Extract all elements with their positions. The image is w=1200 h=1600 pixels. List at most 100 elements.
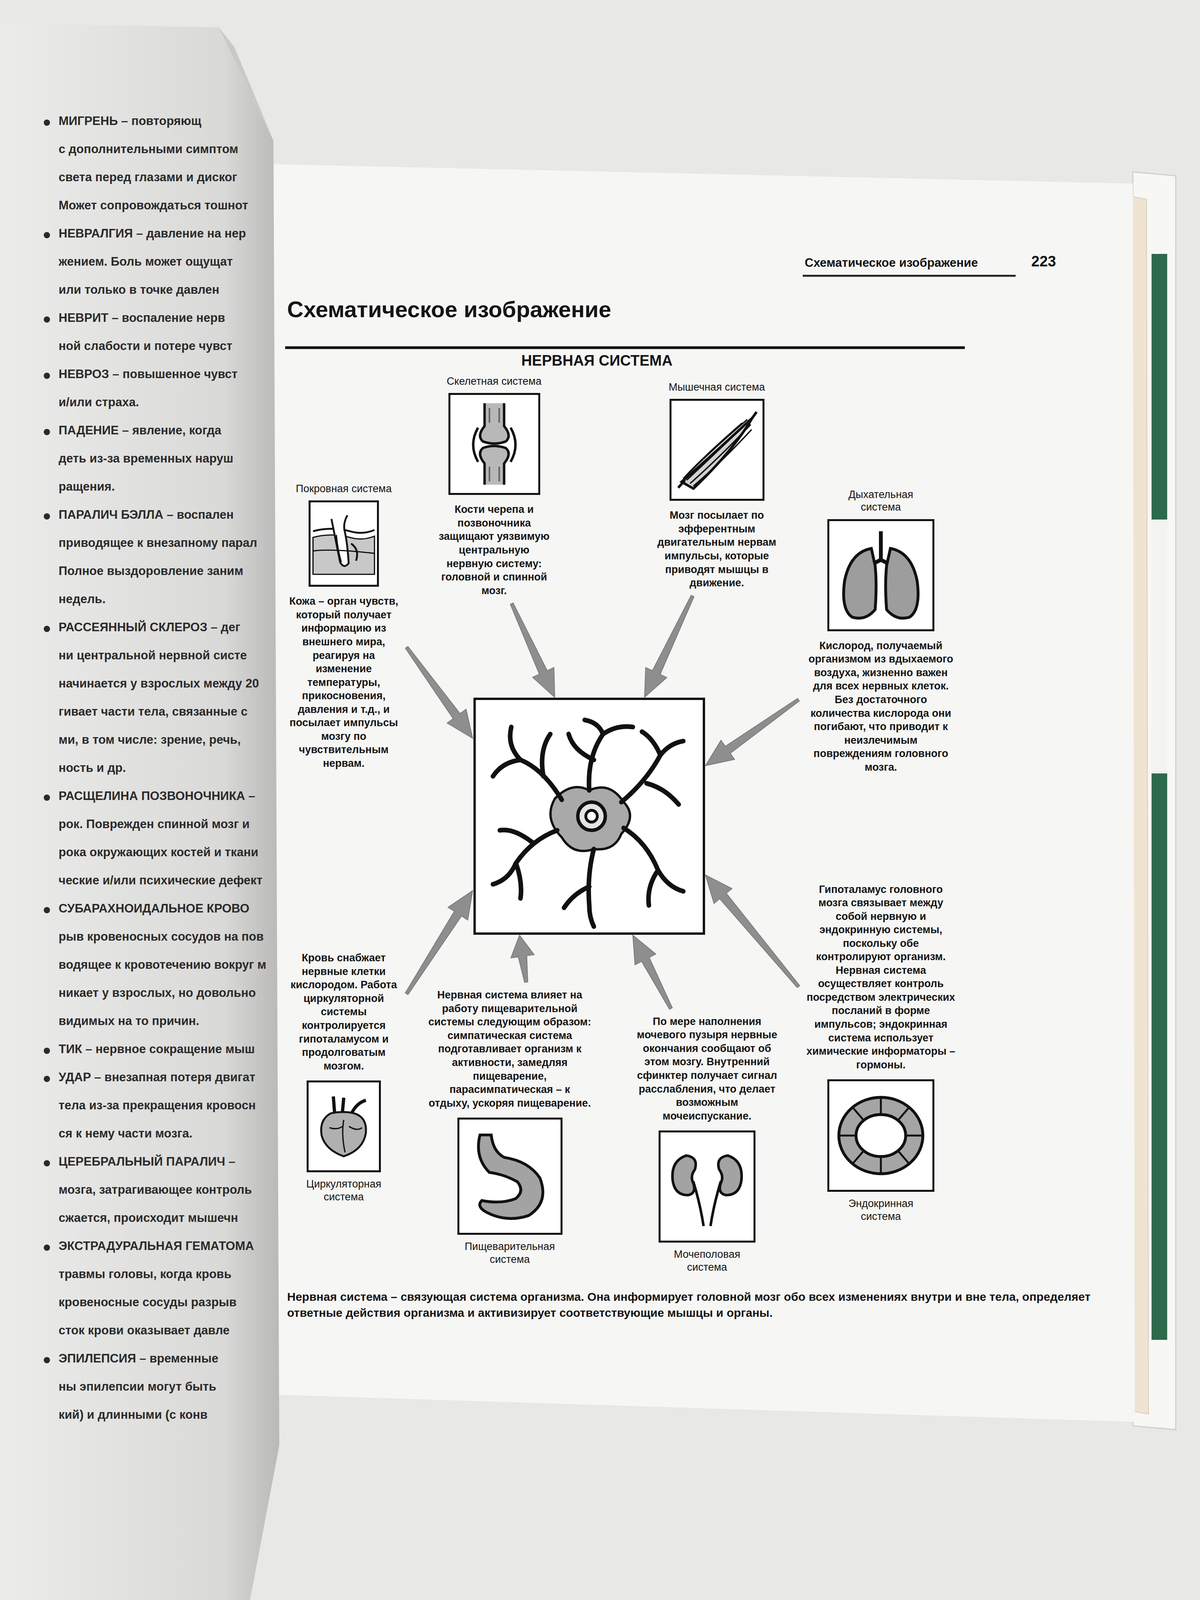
left-page-text: ны эпилепсии могут быть [58, 1379, 217, 1394]
left-page-text: ТИК – нервное сокращение мыш [58, 1042, 255, 1057]
left-page-text: кровеносные сосуды разрыв [58, 1295, 237, 1310]
left-page-text: света перед глазами и диског [58, 170, 238, 185]
system-name: Дыхательная система [832, 488, 930, 514]
left-page-text: Может сопровождаться тошнот [58, 198, 249, 213]
icon-drawing [829, 521, 933, 630]
icon-drawing [838, 1097, 923, 1174]
system-name: Покровная система [295, 482, 392, 495]
icon-drawing [459, 1119, 561, 1233]
icon-drawing [310, 502, 377, 585]
system-name: Мочеполовая система [658, 1248, 756, 1274]
page-curl-shadow [218, 27, 274, 141]
bullet-dot [43, 119, 50, 126]
left-page-text: НЕВРАЛГИЯ – давление на нер [58, 226, 247, 241]
icon-drawing [693, 1181, 722, 1227]
left-page-text: травмы головы, когда кровь [58, 1267, 232, 1282]
left-page-text: ся к нему части мозга. [58, 1126, 193, 1141]
bullet-dot [43, 316, 50, 323]
icon-drawing [855, 1114, 906, 1157]
system-description: Кислород, получаемый организмом из вдыха… [804, 639, 958, 774]
dendrite [492, 726, 562, 800]
bullet-dot [43, 907, 50, 914]
right-page [269, 164, 1135, 1422]
cover-green-stripe [1151, 253, 1168, 1340]
section-heading: Схематическое изображение [287, 296, 612, 323]
pointer-arrow [405, 646, 473, 739]
pointer-arrow [632, 935, 673, 1010]
cover-white-band [1151, 519, 1168, 774]
system-name: Пищеварительная система [460, 1240, 559, 1266]
bullet-dot [43, 428, 50, 436]
left-page-text: ЭКСТРАДУРАЛЬНАЯ ГЕМАТОМА [58, 1239, 254, 1254]
icon-box [448, 392, 541, 495]
dendrite [623, 828, 684, 906]
system-description: Гипоталамус головного мозга связывает ме… [804, 882, 958, 1072]
left-page-text: или только в точке давлен [58, 282, 220, 297]
icon-drawing [450, 394, 539, 493]
left-page-text: РАССЕЯННЫЙ СКЛЕРОЗ – дег [58, 620, 241, 635]
system-description: Кровь снабжает нервные клетки кислородом… [287, 951, 401, 1073]
left-page-text: НЕВРИТ – воспаление нерв [58, 310, 225, 325]
pointer-arrow [405, 890, 473, 995]
dendrite [568, 719, 633, 791]
icon-drawing [718, 1155, 742, 1195]
left-page-text: кий) и длинными (с конв [58, 1407, 208, 1422]
system-name: Эндокринная система [832, 1197, 930, 1223]
running-header: Схематическое изображение [804, 255, 978, 270]
left-page-text: водящее к кровотечению вокруг м [58, 957, 267, 972]
left-page-text: жением. Боль может ощущат [58, 254, 233, 269]
icon-drawing [829, 1081, 933, 1190]
system-node: По мере наполнения мочевого пузыря нервн… [634, 1012, 780, 1274]
left-page-text: начинается у взрослых между 20 [58, 676, 259, 691]
bullet-dot [43, 1047, 50, 1054]
bullet-dot [43, 625, 50, 633]
left-page-text: приводящее к внезапному парал [58, 535, 258, 550]
system-node: Дыхательная системаКислород, получаемый … [804, 488, 958, 777]
left-page-text: недель. [58, 592, 106, 607]
bullet-dot [43, 1244, 50, 1251]
neuron-drawing [492, 719, 684, 927]
left-page-text: деть из-за временных наруш [58, 451, 234, 466]
system-description: Нервная система влияет на работу пищевар… [427, 988, 592, 1110]
left-page-text: Полное выздоровление заним [58, 564, 244, 579]
icon-drawing [329, 1119, 362, 1153]
icon-drawing [473, 427, 516, 463]
left-page-text: ми, в том числе: зрение, речь, [58, 732, 241, 747]
system-description: Кости черепа и позвоночника защищают уяз… [435, 502, 553, 598]
left-page [0, 23, 280, 1600]
left-page-text: УДАР – внезапная потеря двигат [58, 1070, 256, 1085]
bullet-dot [43, 513, 50, 520]
left-page-text: ческие и/или психические дефект [58, 873, 263, 888]
icon-drawing [678, 412, 757, 488]
icon-drawing [312, 535, 375, 563]
left-page-text: сжается, происходит мышечн [58, 1210, 238, 1225]
header-rule [802, 275, 1016, 277]
left-page-text: сток крови оказывает давле [58, 1323, 230, 1338]
pointer-arrow [510, 603, 555, 698]
system-node: Мышечная системаМозг посылает по эфферен… [656, 380, 778, 593]
heading-rule [285, 346, 965, 350]
icon-drawing [672, 1155, 696, 1195]
left-page-text: ЦЕРЕБРАЛЬНЫЙ ПАРАЛИЧ – [58, 1154, 236, 1169]
page-number: 223 [1031, 253, 1056, 270]
icon-drawing [489, 408, 500, 482]
icon-drawing [308, 1082, 379, 1171]
icon-box [827, 1079, 935, 1192]
left-page-text: ной слабости и потере чувст [58, 339, 233, 354]
left-page-text: НЕВРОЗ – повышенное чувст [58, 367, 238, 382]
left-page-text: ПАДЕНИЕ – явление, когда [58, 423, 222, 438]
bullet-dot [43, 1357, 50, 1364]
system-name: Циркуляторная система [294, 1177, 393, 1204]
icon-drawing [681, 417, 752, 489]
bullet-dot [43, 372, 50, 379]
pointer-arrow [510, 935, 535, 983]
icon-drawing [838, 1097, 923, 1174]
icon-box [457, 1117, 563, 1235]
icon-drawing [321, 1112, 367, 1157]
system-name: Мышечная система [668, 380, 766, 394]
bullet-dot [43, 232, 50, 239]
pointer-arrow [705, 875, 800, 988]
icon-drawing [478, 1135, 543, 1219]
system-node: Кровь снабжает нервные клетки кислородом… [287, 948, 401, 1204]
system-description: Кожа – орган чувств, который получает ин… [287, 594, 401, 770]
